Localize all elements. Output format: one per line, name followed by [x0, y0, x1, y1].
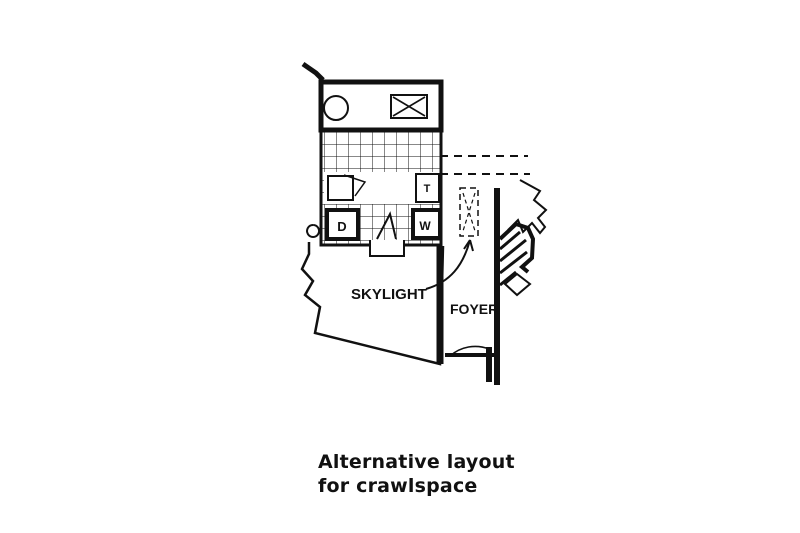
- caption-line-2: for crawlspace: [318, 475, 478, 497]
- vent-stack: [301, 61, 325, 82]
- caption-line-1: Alternative layout: [318, 451, 515, 473]
- living-room: [300, 242, 445, 366]
- stairs: [498, 179, 548, 297]
- dryer-icon: [325, 208, 360, 241]
- dryer-label: D: [337, 219, 346, 234]
- whirlpool-icon: [323, 95, 349, 121]
- washer-label: W: [419, 219, 431, 233]
- foyer-label: FOYER: [450, 301, 498, 317]
- washer-icon: [411, 208, 442, 240]
- plan-caption: Alternative layout for crawlspace: [318, 450, 515, 498]
- laundry-area: D W T: [306, 129, 443, 257]
- skylight-label: SKYLIGHT: [351, 286, 427, 303]
- toilet-label: T: [424, 183, 431, 195]
- skylight-frame: [459, 187, 479, 237]
- foyer: [425, 155, 530, 385]
